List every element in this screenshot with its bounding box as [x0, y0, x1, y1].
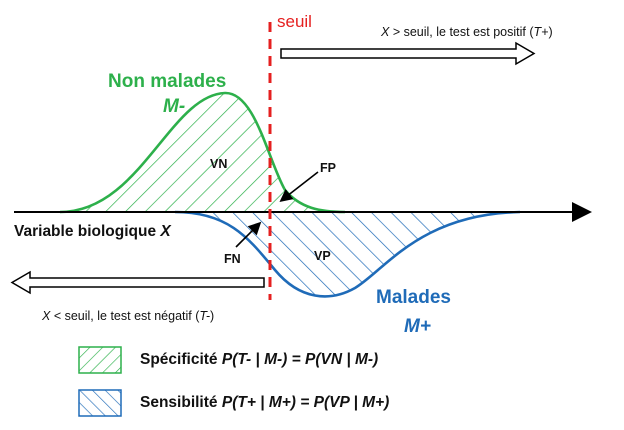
sick-name: Malades	[376, 287, 451, 308]
vp-label: VP	[314, 249, 331, 263]
threshold-label: seuil	[277, 12, 312, 31]
legend-specificity: Spécificité P(T- | M-) = P(VN | M-)	[78, 346, 378, 374]
hatch-blue-swatch	[78, 389, 122, 417]
sick-code: M+	[404, 316, 431, 337]
negative-arrow	[10, 270, 265, 295]
legend-sensitivity: Sensibilité P(T+ | M+) = P(VP | M+)	[78, 389, 389, 417]
fp-label: FP	[320, 161, 336, 175]
hatch-green-swatch	[78, 346, 122, 374]
negative-arrow-label: X < seuil, le test est négatif (T-)	[41, 309, 214, 323]
positive-arrow	[280, 41, 536, 66]
fp-pointer	[279, 171, 319, 202]
legend-specificity-text: Spécificité P(T- | M-) = P(VN | M-)	[140, 351, 379, 368]
healthy-curve-fill	[60, 92, 345, 212]
fn-pointer	[235, 221, 262, 248]
healthy-name: Non malades	[108, 71, 226, 92]
sick-curve	[174, 210, 521, 298]
positive-arrow-label: X > seuil, le test est positif (T+)	[380, 25, 553, 39]
healthy-code: M-	[163, 96, 185, 117]
fn-label: FN	[224, 252, 241, 266]
vn-label: VN	[210, 157, 227, 171]
axis-label: Variable biologique X	[14, 223, 172, 240]
legend-sensitivity-text: Sensibilité P(T+ | M+) = P(VP | M+)	[140, 394, 390, 411]
healthy-curve	[59, 91, 346, 214]
